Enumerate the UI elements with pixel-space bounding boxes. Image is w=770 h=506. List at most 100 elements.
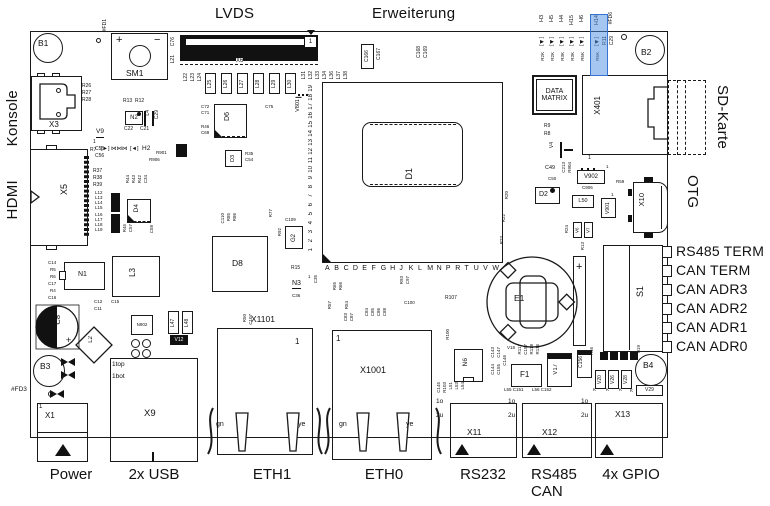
ref-v28: V28	[621, 370, 632, 389]
data-matrix-inner: DATA MATRIX	[536, 79, 573, 111]
d1-pin-number: 14	[308, 130, 314, 137]
dashed-line	[370, 124, 456, 125]
d1-pin-letter: W	[492, 265, 499, 272]
ref-l37: L37	[336, 71, 342, 80]
ref-c35: C35	[313, 275, 318, 284]
x11-label: X11	[467, 427, 482, 437]
ref-k: K	[630, 388, 634, 393]
ref-l17: L17	[95, 217, 103, 222]
ref-v18: V18	[507, 345, 516, 350]
pad-circle	[131, 349, 140, 358]
ref-v801: V801	[295, 97, 302, 112]
ref-n3: N3	[292, 280, 301, 289]
usb-connector-x9	[110, 358, 198, 462]
d1-pin-letter: U	[473, 265, 479, 272]
ref-1top: 1top	[112, 361, 125, 368]
ref-v4: V4	[549, 142, 555, 149]
ref-r13: R13	[580, 242, 585, 251]
led-label-h6: H6	[579, 15, 585, 23]
ref-c22: C22	[124, 126, 134, 132]
ref-r65: R65	[332, 282, 337, 291]
ref-n902: N902	[131, 315, 153, 335]
hdmi-connector-x5	[30, 149, 88, 246]
ref-r93: R93	[399, 276, 404, 285]
mark-outline	[46, 245, 57, 250]
s1-divider	[629, 246, 630, 350]
s1-pad	[662, 246, 672, 258]
data-matrix-block: DATA MATRIX	[532, 75, 577, 115]
ref-l30: L30	[285, 73, 296, 94]
sd-slot-x401	[582, 75, 668, 155]
ref-c147: C147	[496, 347, 501, 358]
mark-rect	[176, 144, 187, 157]
switch-label-can-adr0: CAN ADR0	[676, 337, 748, 354]
ref-l14: L14	[95, 200, 103, 205]
data-matrix-line2: MATRIX	[541, 95, 568, 102]
led-resistor-ref: R3K	[570, 52, 575, 61]
ref-c109: C109	[285, 217, 296, 222]
c156-bar	[578, 351, 591, 355]
s1-pad	[662, 340, 672, 353]
ref-r42: R42	[137, 175, 142, 184]
ref-h2: H2	[142, 145, 151, 152]
ref-c8: C8	[53, 315, 62, 325]
cap-c156	[577, 350, 592, 378]
ref-c83: C83	[343, 313, 348, 322]
ref-r37: R37	[93, 168, 103, 174]
x10-label: X10	[637, 193, 646, 207]
led-resistor-ref: R2K	[550, 52, 555, 61]
ref-r35: R35	[245, 151, 254, 156]
dashed-line	[217, 136, 245, 137]
ref-c15: C15	[111, 299, 120, 304]
dot	[550, 188, 555, 193]
ref-r44: R44	[125, 175, 130, 184]
ref-v29: V29	[636, 385, 663, 396]
pad-circle	[142, 349, 151, 358]
ref-c87: C87	[349, 313, 354, 322]
ref-l18: L18	[95, 222, 103, 227]
mark-rect	[593, 168, 595, 170]
ref-r92: R92	[277, 228, 282, 237]
ref-r66: R66	[338, 282, 343, 291]
ref-c11: C11	[94, 306, 102, 311]
f1-label: F1	[520, 370, 530, 379]
mark-outline	[46, 145, 57, 150]
mark-rect	[152, 111, 154, 126]
ref-r22: R22	[501, 214, 506, 223]
ref-l36: L36	[329, 71, 335, 80]
ref-c145: C145	[436, 382, 441, 393]
ref-c36: C36	[292, 293, 301, 298]
caption-4x-gpio: 4x GPIO	[602, 466, 660, 483]
ref-l32: L32	[308, 71, 314, 80]
c156-label: C156	[578, 356, 584, 368]
ref-c29: C29	[609, 36, 615, 46]
dashed-line	[370, 184, 456, 185]
led-resistor-ref: R3K	[560, 52, 565, 61]
ref-l48: L48	[182, 311, 193, 334]
x1-pin1: 1	[39, 404, 43, 410]
ref-r117: R117	[517, 344, 522, 355]
switch-label-can-term: CAN TERM	[676, 261, 751, 278]
ref-c49: C49	[545, 165, 556, 171]
ref-r28: R28	[82, 97, 92, 103]
ref-c17: C17	[48, 281, 57, 286]
ref-c168: C168	[416, 46, 422, 58]
ref-: [◄]	[130, 146, 139, 152]
ref-l33: L33	[315, 71, 321, 80]
label-otg: OTG	[684, 175, 701, 209]
ref-1o: 1o	[436, 398, 444, 405]
ref-c54: C54	[245, 157, 254, 162]
x6-stripe	[186, 39, 304, 45]
ref-l27: L27	[237, 73, 248, 94]
mark-outline	[52, 73, 60, 77]
pad-circle	[621, 34, 627, 40]
ref-c58: C58	[149, 225, 154, 234]
ref-c143: C143	[490, 347, 495, 358]
ref-l4: L4	[145, 110, 151, 116]
v17-bar	[548, 354, 571, 359]
ref-l22: L22	[183, 73, 189, 82]
ref-1o: 1o	[508, 398, 516, 405]
ref-c21: C21	[140, 126, 150, 132]
d1-pin-number: 18	[308, 93, 314, 101]
ref-c167: C167	[376, 48, 382, 60]
